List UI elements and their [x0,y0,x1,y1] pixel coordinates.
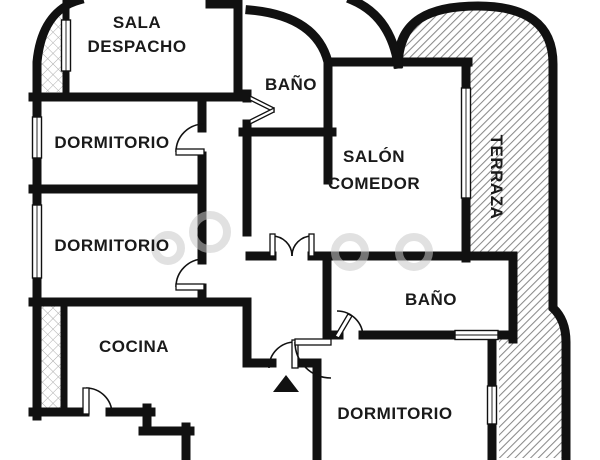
label-dormitorio-3: DORMITORIO [337,404,452,423]
label-salon: SALÓN [343,147,405,166]
window-bano2 [454,329,499,341]
window-dormitorio2 [31,204,43,279]
label-terraza: TERRAZA [487,135,506,220]
outer-wall-top-left-curve [32,0,85,122]
watermark [151,211,433,271]
gallery-top-left-hatch [40,2,80,92]
walls [28,0,571,460]
entrance-arrow-icon [273,375,299,392]
label-sala: SALA [113,13,161,32]
terraza-hatch-area [398,8,564,458]
label-dormitorio-2: DORMITORIO [54,236,169,255]
door-dormitorio1 [175,123,205,156]
label-despacho: DESPACHO [87,37,186,56]
hatched-areas [40,2,564,458]
label-bano-top: BAÑO [265,74,317,94]
doors [82,94,364,415]
cocina-top-and-right-walls [28,297,322,460]
double-door-salon [269,233,315,257]
window-dormitorio3 [486,385,498,425]
porch-arc-wall [346,0,404,70]
window-gallery-top [60,19,72,72]
label-comedor: COMEDOR [328,174,420,193]
bano1-curved-wall [245,5,334,68]
door-dormitorio3 [294,338,332,379]
label-cocina: COCINA [99,337,169,356]
window-salon-terraza [460,87,472,199]
door-dormitorio2 [175,258,205,291]
label-bano-right: BAÑO [405,289,457,309]
door-bano1 [249,94,275,126]
door-cocina [82,387,113,415]
top-wall-and-divider [205,0,243,102]
gallery-bottom-left-hatch [40,306,62,408]
terraza-arch-and-right-wall [393,1,571,460]
door-bano2 [334,310,364,339]
label-dormitorio-1: DORMITORIO [54,133,169,152]
room-labels: SALA DESPACHO BAÑO DORMITORIO DORMITORIO… [54,13,506,423]
window-dormitorio1 [31,116,43,159]
windows [31,19,499,425]
bottom-step-walls [138,403,195,460]
